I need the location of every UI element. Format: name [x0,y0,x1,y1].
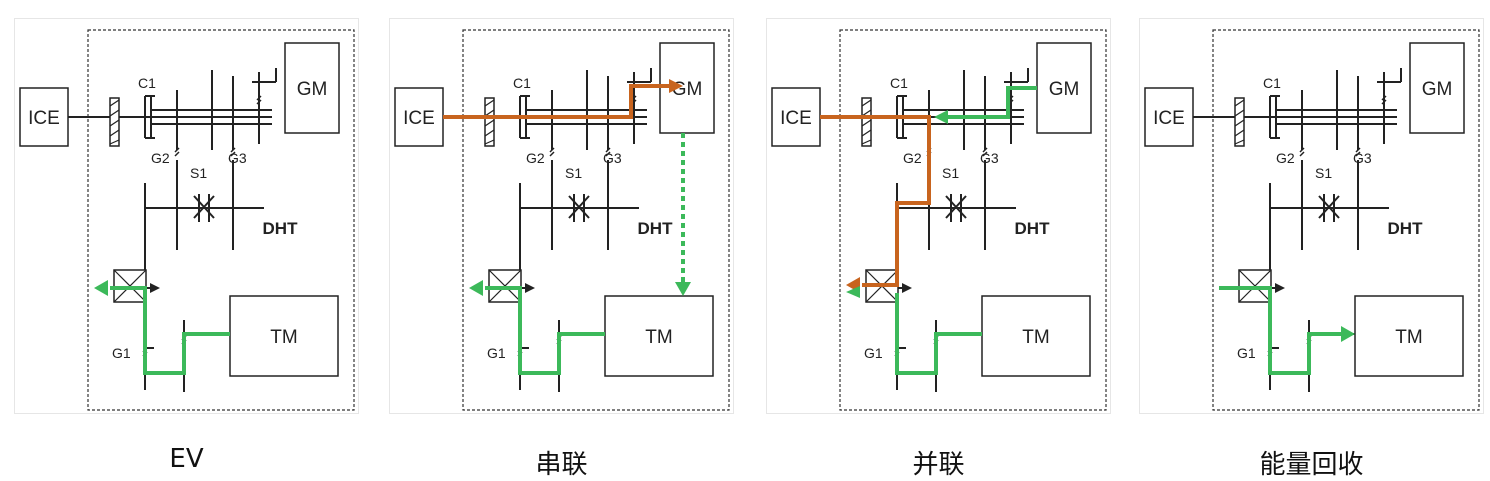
tm-drive-path [485,286,605,375]
mode-panel-2: ICE GM TM DHT C1 G2 G3 S1 G1 并联 [766,18,1111,480]
g1-label: G1 [864,345,883,361]
ice-label: ICE [28,108,60,129]
regen-path [1219,286,1341,375]
gm-assist-path [946,86,1037,119]
dht-boundary [462,29,730,411]
regen-arrow-icon [1341,326,1355,342]
engine-drive-path [820,115,931,287]
dht-boundary [1212,29,1480,411]
output-arrow-icon [150,283,160,293]
tm-drive-path [110,286,230,375]
g3-label: G3 [980,150,999,166]
mode-caption: 串联 [535,450,588,480]
dht-schematic: ICE GM TM DHT C1 G2 G3 S1 G1 [1139,18,1484,414]
power-flow [820,86,1037,375]
g2-label: G2 [903,150,922,166]
ice-box [771,87,821,147]
power-flow [443,79,691,375]
tm-label: TM [1395,327,1422,348]
mode-panel-3: ICE GM TM DHT C1 G2 G3 S1 G1 能量回收 [1139,18,1484,480]
dht-label: DHT [1388,219,1424,238]
wheel-arrow-icon [469,280,483,296]
s1-label: S1 [942,165,959,181]
dht-boundary [87,29,355,411]
tm-box [604,295,714,377]
engine-arrow-icon [669,79,683,93]
mode-caption: EV [169,444,204,474]
gm-box [284,42,340,134]
dht-label: DHT [638,219,674,238]
g2-label: G2 [526,150,545,166]
mode-panel-0: ICE GM TM DHT C1 G2 G3 S1 G1 EV [14,18,359,474]
tm-label: TM [645,327,672,348]
g3-label: G3 [603,150,622,166]
gm-box [1409,42,1465,134]
g1-label: G1 [487,345,506,361]
dht-schematic: ICE GM TM DHT C1 G2 G3 S1 G1 [389,18,734,414]
gm-label: GM [297,79,328,100]
gm-label: GM [1422,79,1453,100]
gear-mechanism [68,68,277,392]
ice-label: ICE [780,108,812,129]
output-arrow-icon [1275,283,1285,293]
dht-label: DHT [263,219,299,238]
g1-label: G1 [1237,345,1256,361]
dht-boundary [839,29,1107,411]
wheel-arrow-icon [94,280,108,296]
gm-label: GM [1049,79,1080,100]
ice-label: ICE [403,108,435,129]
c1-label: C1 [1263,75,1281,91]
tm-label: TM [1022,327,1049,348]
tm-box [229,295,339,377]
gm-box [1036,42,1092,134]
g3-label: G3 [1353,150,1372,166]
gm-tm-arrow-icon [675,282,691,296]
tm-label: TM [270,327,297,348]
output-arrow-icon [525,283,535,293]
g1-label: G1 [112,345,131,361]
mode-caption: 能量回收 [1259,450,1364,480]
c1-label: C1 [138,75,156,91]
gm-label: GM [672,79,703,100]
engine-to-gm-path [443,84,671,119]
power-flow [94,280,230,375]
g2-label: G2 [1276,150,1295,166]
dht-schematic: ICE GM TM DHT C1 G2 G3 S1 G1 [14,18,359,414]
dht-schematic: ICE GM TM DHT C1 G2 G3 S1 G1 [766,18,1111,414]
s1-label: S1 [565,165,582,181]
s1-label: S1 [1315,165,1332,181]
tm-drive-path [895,293,982,375]
tm-box [1354,295,1464,377]
mode-caption: 并联 [912,450,965,480]
c1-label: C1 [890,75,908,91]
output-arrow-icon [902,283,912,293]
s1-label: S1 [190,165,207,181]
gm-assist-arrow-icon [934,110,948,124]
tm-box [981,295,1091,377]
power-flow [1219,286,1355,375]
ice-box [19,87,69,147]
ice-label: ICE [1153,108,1185,129]
g2-label: G2 [151,150,170,166]
mode-panel-1: ICE GM TM DHT C1 G2 G3 S1 G1 串联 [389,18,734,480]
dht-label: DHT [1015,219,1051,238]
ice-box [1144,87,1194,147]
wheel-arrow-icon [846,286,860,298]
c1-label: C1 [513,75,531,91]
g3-label: G3 [228,150,247,166]
